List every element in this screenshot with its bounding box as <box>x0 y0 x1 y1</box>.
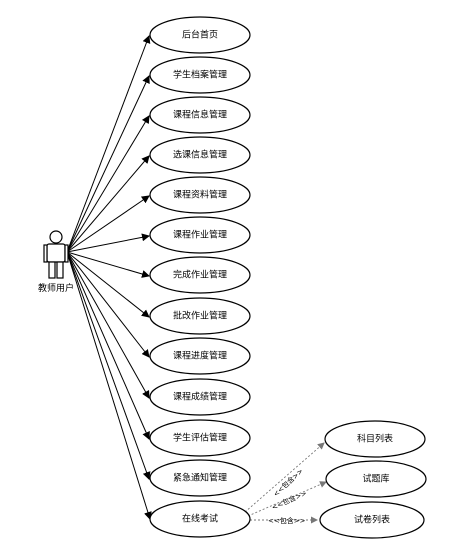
use-case-label: 课程资料管理 <box>173 189 227 201</box>
use-case-uc11[interactable]: 学生评估管理 <box>149 419 251 457</box>
use-case-uc4[interactable]: 选课信息管理 <box>149 136 251 174</box>
use-case-label: 后台首页 <box>182 29 218 41</box>
actor-teacher[interactable]: 教师用户 <box>38 230 74 294</box>
use-case-uc3[interactable]: 课程信息管理 <box>149 96 251 134</box>
assoc-uc12 <box>66 251 151 480</box>
association-lines <box>66 35 152 520</box>
use-case-uc10[interactable]: 课程成绩管理 <box>149 378 251 416</box>
included-case-label: 试题库 <box>362 473 389 485</box>
assoc-uc4 <box>66 155 150 253</box>
include-line-inc1 <box>244 442 325 513</box>
use-case-label: 课程进度管理 <box>173 350 227 362</box>
actor-label: 教师用户 <box>38 282 74 294</box>
included-case-inc1[interactable]: 科目列表 <box>324 420 426 458</box>
actor-icon <box>43 230 69 279</box>
use-case-uc7[interactable]: 完成作业管理 <box>149 256 251 294</box>
use-case-label: 课程作业管理 <box>173 229 227 241</box>
assoc-uc13 <box>66 251 152 520</box>
use-case-uc13[interactable]: 在线考试 <box>149 500 251 538</box>
use-case-label: 紧急通知管理 <box>173 472 227 484</box>
assoc-uc2 <box>66 75 150 253</box>
use-case-label: 学生档案管理 <box>173 69 227 81</box>
use-case-label: 课程成绩管理 <box>173 391 227 403</box>
assoc-uc9 <box>66 251 150 358</box>
use-case-uc5[interactable]: 课程资料管理 <box>149 176 251 214</box>
included-case-label: 科目列表 <box>357 433 393 445</box>
assoc-uc3 <box>66 115 150 253</box>
use-case-uc8[interactable]: 批改作业管理 <box>149 297 251 335</box>
use-cases: 后台首页 学生档案管理 课程信息管理 选课信息管理 课程资料管理 课程作业管理 … <box>149 16 251 538</box>
use-case-uc2[interactable]: 学生档案管理 <box>149 56 251 94</box>
use-case-label: 完成作业管理 <box>173 269 227 281</box>
use-case-uc1[interactable]: 后台首页 <box>149 16 251 54</box>
use-case-uc9[interactable]: 课程进度管理 <box>149 337 251 375</box>
include-label-inc3: <<包含>> <box>268 516 306 525</box>
assoc-uc11 <box>66 251 150 440</box>
use-case-uc12[interactable]: 紧急通知管理 <box>149 459 251 497</box>
assoc-uc8 <box>66 251 150 318</box>
use-case-label: 在线考试 <box>182 513 218 525</box>
assoc-uc7 <box>66 251 150 278</box>
included-case-inc3[interactable]: 试卷列表 <box>319 501 425 539</box>
include-relations: <<包含>> <<包含>> <<包含>> <box>244 442 327 525</box>
assoc-uc10 <box>66 251 150 399</box>
use-case-label: 学生评估管理 <box>173 432 227 444</box>
assoc-uc5 <box>66 195 150 253</box>
use-case-uc6[interactable]: 课程作业管理 <box>149 216 251 254</box>
use-case-label: 课程信息管理 <box>173 109 227 121</box>
included-case-inc2[interactable]: 试题库 <box>325 460 427 498</box>
assoc-uc6 <box>66 233 150 253</box>
use-case-label: 批改作业管理 <box>173 310 227 322</box>
included-case-label: 试卷列表 <box>354 514 390 526</box>
use-case-label: 选课信息管理 <box>173 149 227 161</box>
included-use-cases: 科目列表 试题库 试卷列表 <box>319 420 427 539</box>
assoc-uc1 <box>66 35 151 253</box>
